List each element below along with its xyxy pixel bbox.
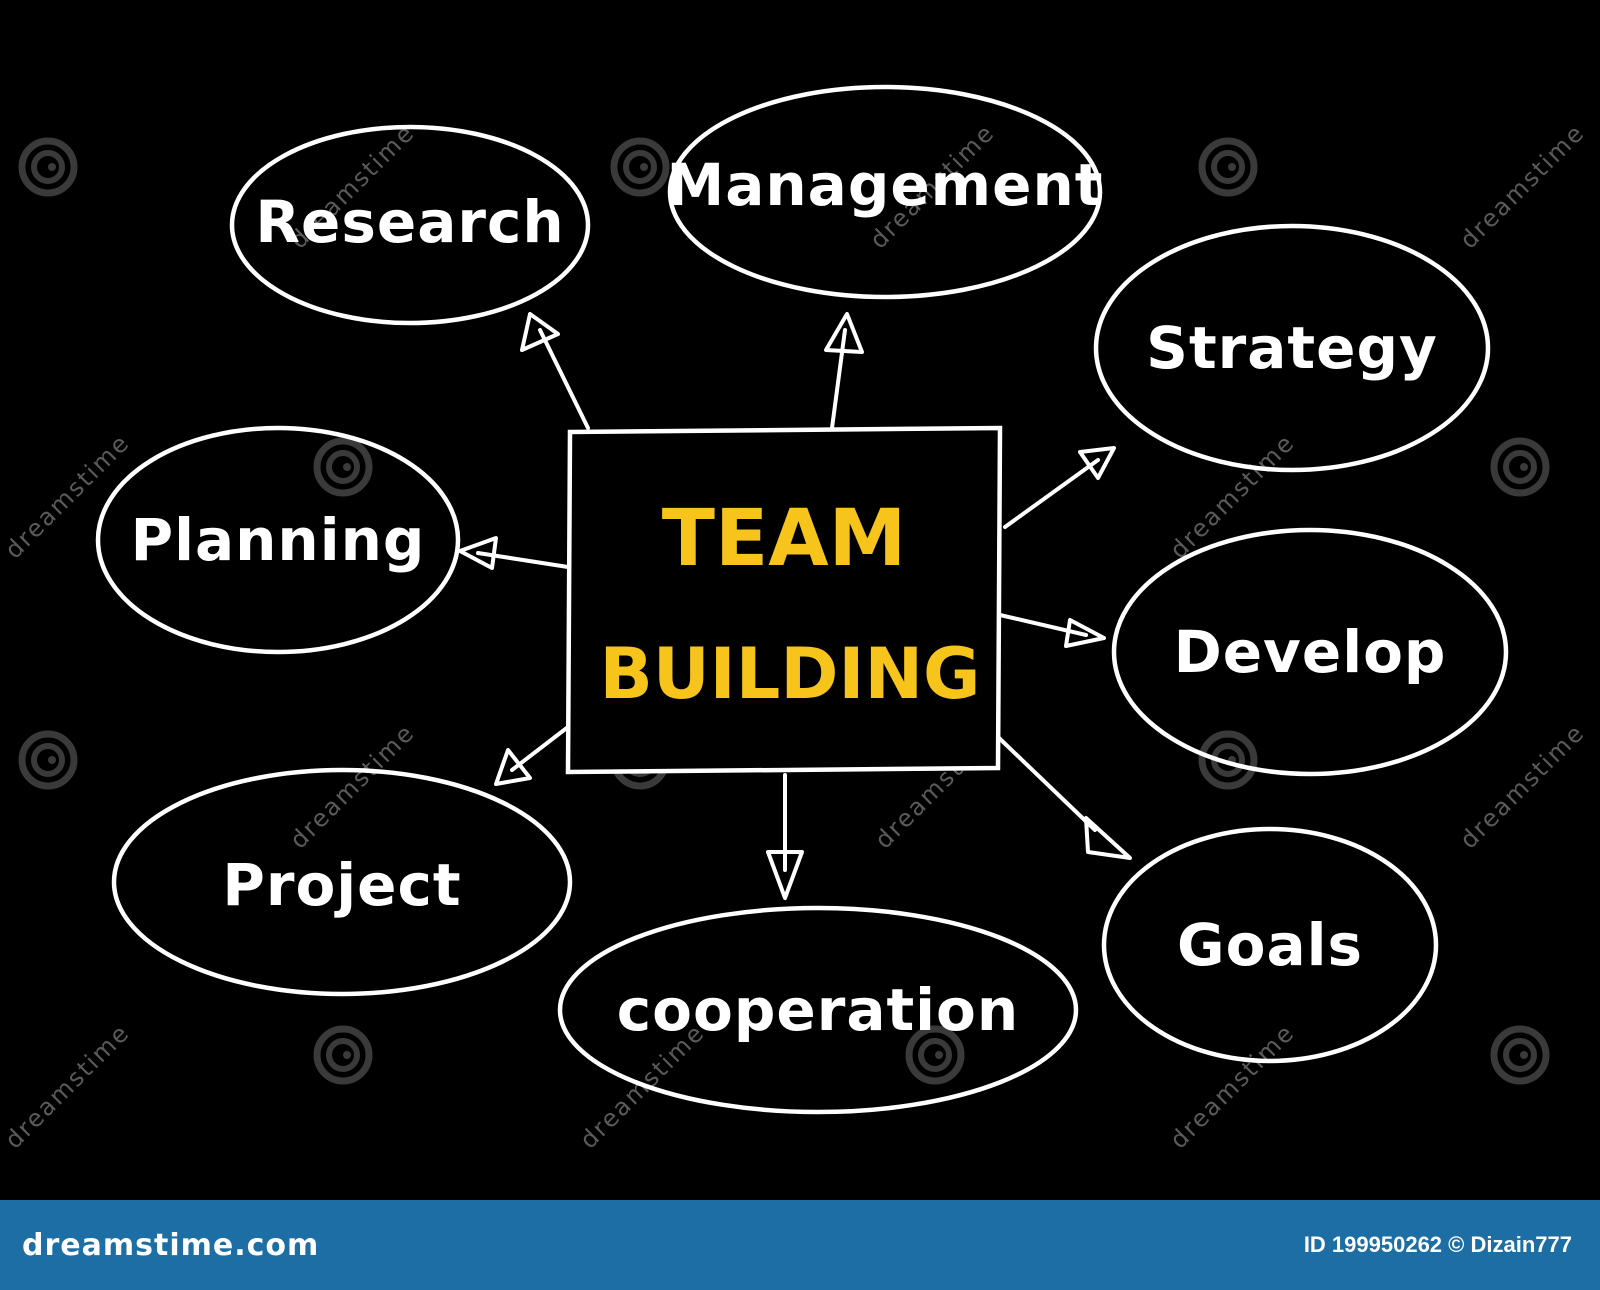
spiral-icon xyxy=(317,1029,369,1081)
watermark-text: dreamstime xyxy=(1454,118,1590,254)
spiral-icon xyxy=(1202,141,1254,193)
footer-site-name: dreamstime.com xyxy=(22,1227,320,1263)
spiral-icon xyxy=(1494,1029,1546,1081)
watermark-text: dreamstime xyxy=(1164,1018,1300,1154)
center-rectangle xyxy=(565,425,1003,775)
watermark-text: dreamstime xyxy=(1454,718,1590,854)
spiral-icon xyxy=(317,441,369,493)
planning-ellipse xyxy=(95,425,461,655)
node-label-goals: Goals xyxy=(1177,911,1363,979)
center-title-line2: BUILDING xyxy=(599,633,980,715)
node-label-develop: Develop xyxy=(1174,618,1447,686)
arrow-to-project xyxy=(494,725,570,786)
node-label-strategy: Strategy xyxy=(1146,314,1438,382)
spiral-icon xyxy=(1494,441,1546,493)
node-label-planning: Planning xyxy=(131,506,426,574)
arrow-to-goals xyxy=(996,735,1132,860)
stock-footer-bar: dreamstime.com ID 199950262 © Dizain777 xyxy=(0,1200,1600,1290)
develop-ellipse xyxy=(1111,527,1509,777)
footer-image-id: ID 199950262 xyxy=(1303,1232,1443,1257)
mind-map-diagram: dreamstime dreamstime dreamstime dreamst… xyxy=(0,84,1590,1154)
arrow-to-planning xyxy=(458,536,570,570)
footer-author: © Dizain777 xyxy=(1448,1232,1572,1257)
spiral-icon xyxy=(22,734,74,786)
management-ellipse xyxy=(667,84,1103,300)
watermark-text: dreamstime xyxy=(284,718,420,854)
node-labels: Research Management Strategy Planning De… xyxy=(131,151,1447,1044)
center-title-line1: TEAM xyxy=(662,494,906,584)
spiral-icon xyxy=(1202,734,1254,786)
node-label-management: Management xyxy=(667,151,1104,219)
arrow-to-cooperation xyxy=(766,773,804,900)
strategy-ellipse xyxy=(1093,223,1491,473)
goals-ellipse xyxy=(1101,826,1439,1064)
arrow-to-research xyxy=(520,312,590,430)
arrow-to-management xyxy=(824,312,864,430)
connectors xyxy=(458,312,1132,900)
node-shapes xyxy=(95,84,1509,1115)
arrow-to-strategy xyxy=(1003,446,1116,529)
spiral-icon xyxy=(614,141,666,193)
project-ellipse xyxy=(111,767,573,997)
research-ellipse xyxy=(229,124,591,326)
center-box: TEAM BUILDING xyxy=(565,425,1003,775)
node-label-cooperation: cooperation xyxy=(617,976,1019,1044)
watermark-text: dreamstime xyxy=(0,428,135,564)
footer-meta: ID 199950262 © Dizain777 xyxy=(1304,1232,1572,1258)
spiral-icon xyxy=(22,141,74,193)
watermark-text: dreamstime xyxy=(0,1018,135,1154)
node-label-project: Project xyxy=(222,851,461,919)
node-label-research: Research xyxy=(255,188,564,256)
cooperation-ellipse xyxy=(557,905,1079,1115)
arrow-to-develop xyxy=(998,613,1106,648)
